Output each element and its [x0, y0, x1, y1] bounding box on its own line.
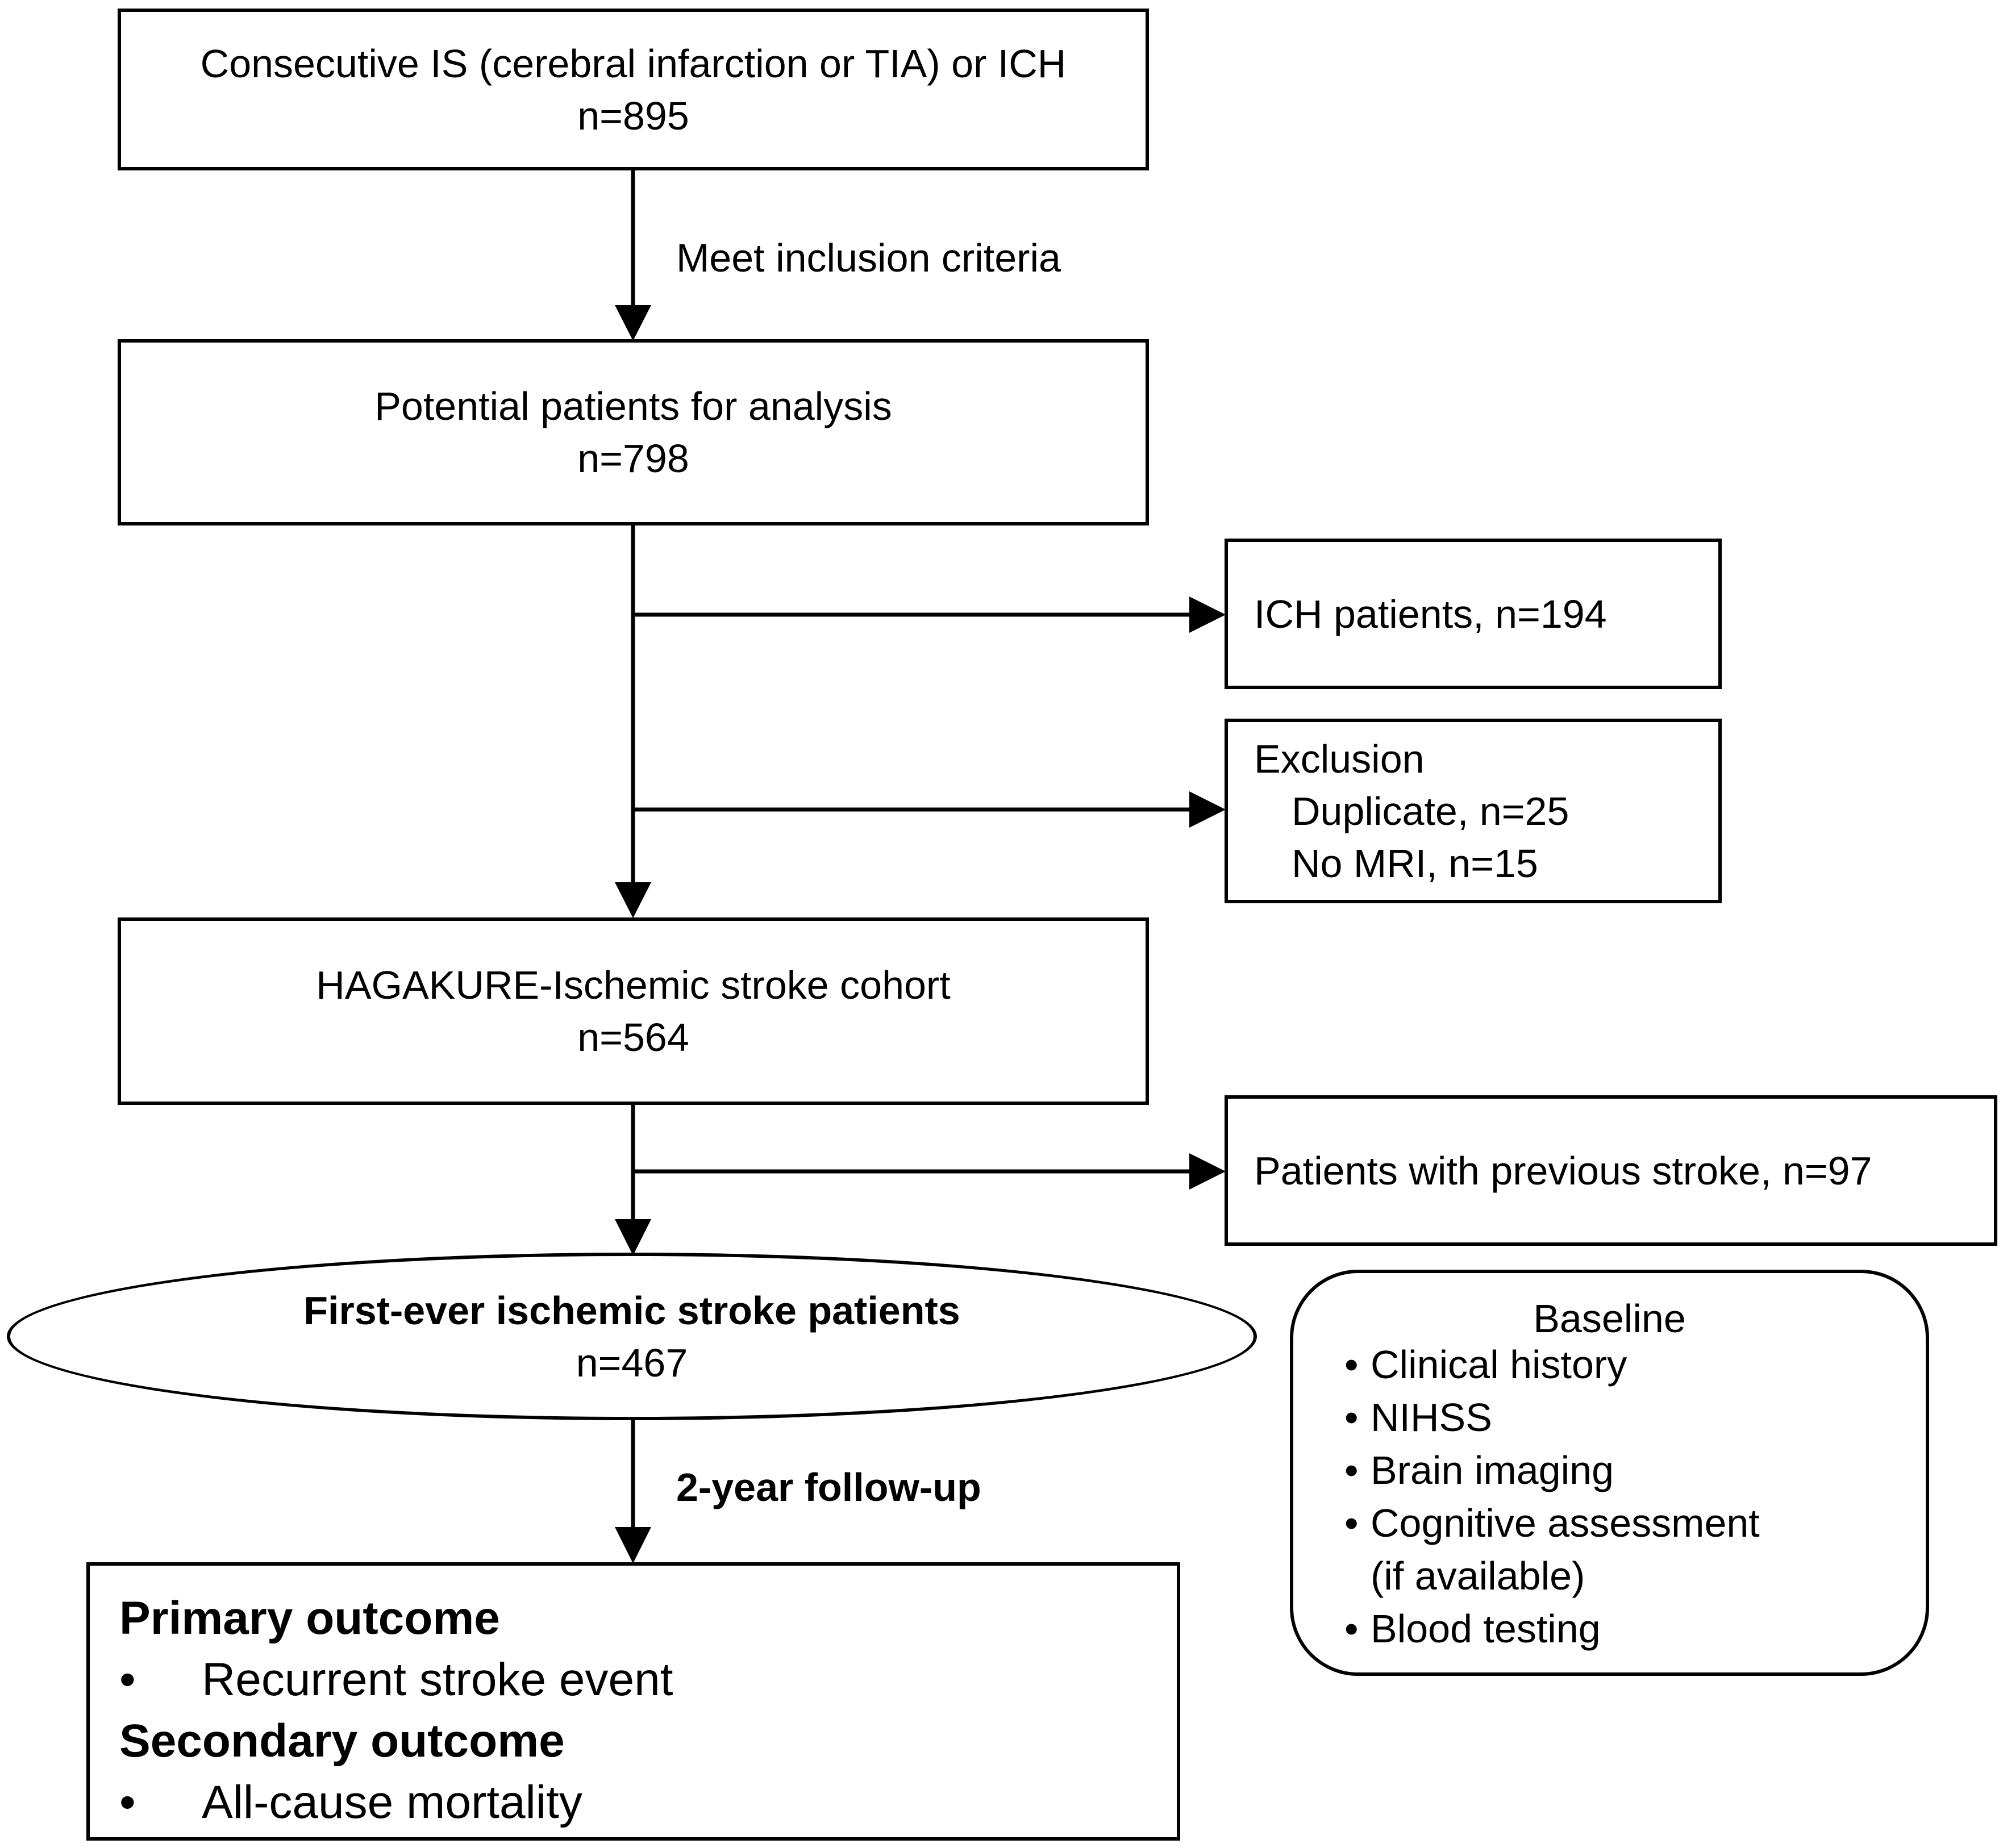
followup-label: 2-year follow-up [676, 1465, 981, 1509]
exclusion-no-mri: No MRI, n=15 [1292, 841, 1538, 886]
arrowhead-first-ever [615, 1219, 651, 1255]
arrowhead-potential [615, 305, 651, 341]
baseline-item-label: Brain imaging [1371, 1448, 1614, 1492]
cohort-box: HAGAKURE-Ischemic stroke cohort n=564 [118, 917, 1149, 1105]
secondary-outcome-heading: Secondary outcome [119, 1715, 565, 1767]
baseline-item: • Clinical history [1344, 1338, 1760, 1391]
previous-stroke-box: Patients with previous stroke, n=97 [1225, 1095, 1997, 1246]
bullet-icon: • [119, 1776, 136, 1828]
consecutive-title: Consecutive IS (cerebral infarction or T… [200, 41, 1067, 86]
baseline-item-label: (if available) [1371, 1554, 1585, 1598]
first-ever-title: First-ever ischemic stroke patients [303, 1288, 960, 1333]
baseline-item-label: Blood testing [1371, 1607, 1601, 1651]
arrowhead-cohort [615, 882, 651, 918]
exclusion-box: Exclusion Duplicate, n=25 No MRI, n=15 [1225, 719, 1722, 903]
baseline-item-label: Cognitive assessment [1371, 1501, 1760, 1545]
baseline-item: • Cognitive assessment [1344, 1497, 1760, 1550]
bullet-icon: • [1344, 1395, 1359, 1440]
arrowhead-ich [1189, 596, 1226, 633]
baseline-item-continuation: (if available) [1344, 1550, 1760, 1603]
first-ever-count: n=467 [576, 1340, 688, 1385]
arrowhead-previous [1189, 1153, 1226, 1190]
baseline-title: Baseline [1533, 1296, 1686, 1341]
cohort-title: HAGAKURE-Ischemic stroke cohort [316, 963, 951, 1007]
baseline-list: •Clinical history •NIHSS •Brain imaging … [1344, 1338, 1760, 1655]
secondary-outcome-item: • All-cause mortality [119, 1771, 1177, 1834]
cohort-count: n=564 [577, 1015, 689, 1059]
baseline-item: • Brain imaging [1344, 1444, 1760, 1497]
exclusion-duplicate: Duplicate, n=25 [1292, 789, 1569, 833]
bullet-icon: • [119, 1654, 136, 1705]
secondary-outcome-label: All-cause mortality [202, 1776, 582, 1828]
arrowhead-exclusion [1189, 791, 1226, 828]
baseline-item-label: Clinical history [1371, 1342, 1627, 1387]
previous-stroke-text: Patients with previous stroke, n=97 [1254, 1148, 1872, 1193]
baseline-item: • Blood testing [1344, 1603, 1760, 1655]
primary-outcome-label: Recurrent stroke event [202, 1654, 673, 1705]
inclusion-criteria-label: Meet inclusion criteria [676, 236, 1061, 280]
baseline-box: Baseline • Clinical history • NIHSS • Brain… [1290, 1270, 1929, 1676]
outcomes-box: Primary outcome •Recurrent stroke event … [86, 1562, 1180, 1841]
potential-title: Potential patients for analysis [374, 384, 892, 428]
exclusion-title: Exclusion [1254, 736, 1425, 781]
primary-outcome-heading: Primary outcome [119, 1592, 500, 1644]
baseline-item-label: NIHSS [1371, 1395, 1492, 1440]
bullet-icon: • [1344, 1342, 1359, 1387]
baseline-item: • NIHSS [1344, 1391, 1760, 1444]
bullet-icon: • [1344, 1501, 1359, 1545]
arrowhead-outcomes [615, 1527, 651, 1563]
primary-outcome-item: • Recurrent stroke event [119, 1649, 1177, 1711]
potential-patients-box: Potential patients for analysis n=798 [118, 339, 1149, 525]
potential-count: n=798 [577, 436, 689, 481]
ich-patients-box: ICH patients, n=194 [1225, 539, 1722, 689]
ich-patients-text: ICH patients, n=194 [1254, 591, 1607, 636]
bullet-icon: • [1344, 1607, 1359, 1651]
first-ever-patients-ellipse: First-ever ischemic stroke patients n=46… [7, 1253, 1257, 1420]
consecutive-patients-box: Consecutive IS (cerebral infarction or T… [118, 9, 1149, 170]
bullet-icon: • [1344, 1448, 1359, 1492]
consecutive-count: n=895 [577, 93, 689, 138]
